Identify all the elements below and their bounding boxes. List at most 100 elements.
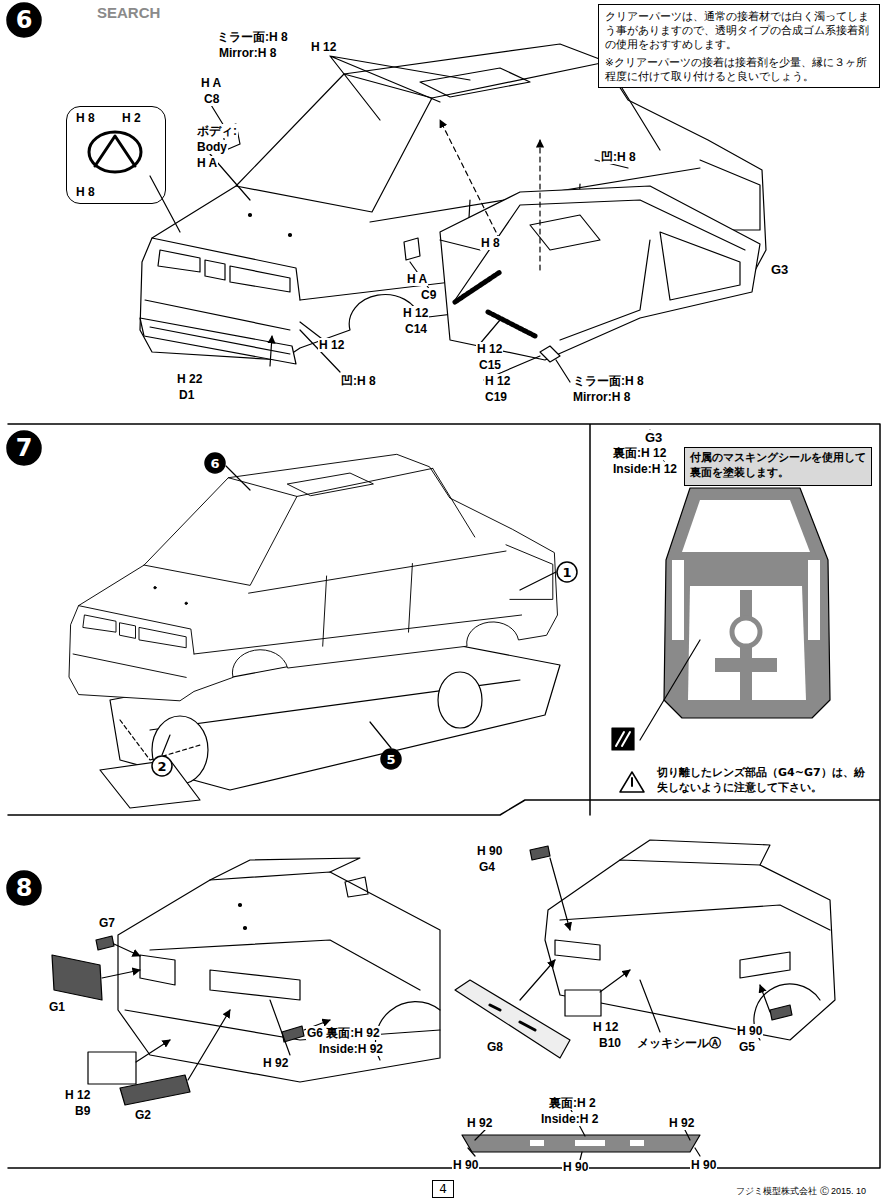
node-text: クリアーパーツは、通常の接着材では白く濁ってしまう事がありますので、透明タイプの…	[605, 9, 873, 52]
callout-number: 2	[151, 755, 173, 777]
circle-shape	[205, 453, 225, 473]
part-label: G8	[486, 1040, 504, 1054]
node-text: 6	[16, 8, 33, 32]
callout-number: 1	[556, 561, 578, 583]
drawing-part	[162, 735, 170, 755]
node-text: H 8	[75, 111, 96, 125]
drawing-part	[282, 1026, 304, 1042]
drawing-part	[152, 238, 300, 300]
drawing-part	[236, 74, 432, 212]
drawing-part	[432, 62, 606, 98]
part-label: H 8	[480, 236, 501, 250]
node-text: ※クリアーパーツの接着は接着剤を少量、縁に３ヶ所程度に付けて取り付けると良いでし…	[605, 55, 873, 83]
part-label: H 92	[668, 1116, 695, 1130]
subassembly-number: 5	[380, 748, 402, 770]
drawing-part	[440, 186, 760, 360]
drawing-part	[438, 672, 482, 728]
circle-shape	[381, 749, 401, 769]
node-text: 付属のマスキングシールを使用して裏面を塗装します。	[690, 451, 866, 481]
part-label: C15	[478, 358, 502, 372]
watermark: SEARCH	[96, 4, 161, 22]
drawing-part	[8, 44, 880, 1168]
part-label: H 12	[64, 1088, 91, 1102]
part-label: 裏面:H 12	[612, 446, 667, 460]
part-label: G3	[770, 262, 789, 278]
drawing-part	[120, 720, 200, 760]
drawing-part	[270, 1000, 290, 1055]
step-number: 6	[6, 2, 42, 38]
part-label: D1	[178, 388, 195, 402]
drawing-part	[539, 140, 540, 270]
step-number: 8	[6, 870, 42, 906]
drawing-part	[118, 872, 440, 1082]
drawing-part	[620, 840, 770, 865]
drawing-part	[289, 234, 292, 237]
drawing-part	[640, 640, 700, 740]
drawing-part	[660, 232, 740, 300]
drawing-part	[682, 500, 810, 552]
drawing-part	[239, 904, 242, 907]
part-label: H 90	[476, 844, 503, 858]
copyright: フジミ模型株式会社 Ⓒ 2015. 10	[735, 1186, 867, 1197]
note-box: クリアーパーツは、通常の接着材では白く濁ってしまう事がありますので、透明タイプの…	[598, 4, 880, 88]
part-label: C9	[420, 288, 437, 302]
drawing-part	[520, 960, 555, 1000]
part-label: H A	[196, 156, 218, 170]
part-label: H 12	[310, 40, 337, 54]
drawing-part	[140, 44, 766, 360]
drawing-part	[88, 1052, 136, 1084]
part-label: G1	[48, 1000, 66, 1014]
part-label: Mirror:H 8	[218, 46, 277, 60]
part-label: H 90	[690, 1158, 717, 1172]
drawing-part	[616, 732, 630, 746]
drawing-part	[754, 984, 820, 1040]
drawing-part	[612, 728, 634, 750]
circle-shape	[152, 756, 172, 776]
part-label: G6 裏面:H 92	[306, 1026, 381, 1040]
drawing-part	[488, 312, 535, 336]
drawing-part	[270, 336, 272, 366]
drawing-part	[760, 985, 770, 1012]
part-label: G7	[98, 916, 116, 930]
drawing-part	[440, 120, 500, 240]
drawing-part	[545, 860, 835, 1040]
drawing-part	[100, 760, 200, 808]
part-label: H 90	[452, 1158, 479, 1172]
part-label: G4	[478, 860, 496, 874]
part-label: C14	[404, 322, 428, 336]
drawing-part	[52, 955, 102, 1000]
drawing-part	[140, 955, 300, 1000]
part-label: H 12	[592, 1020, 619, 1034]
part-label: H 92	[466, 1116, 493, 1130]
drawing-part	[205, 260, 225, 280]
drawing-part	[370, 722, 391, 748]
drawing-part	[560, 905, 830, 930]
part-label: Inside:H 92	[318, 1042, 384, 1056]
part-label: B9	[74, 1104, 91, 1118]
drawing-part	[150, 940, 420, 990]
drawing-part	[140, 44, 766, 360]
drawing-part	[249, 214, 252, 217]
node-text: 5	[386, 753, 395, 766]
drawing-part	[158, 250, 290, 292]
part-label: C19	[484, 390, 508, 404]
drawing-part	[555, 940, 790, 978]
node-text: 1	[562, 566, 571, 579]
drawing-part	[462, 1135, 700, 1152]
node-text: 6	[210, 457, 219, 470]
drawing-part	[345, 877, 368, 897]
drawing-part	[102, 970, 140, 978]
part-label: G2	[134, 1108, 152, 1122]
part-label: ボディ:	[196, 124, 238, 138]
node-text: H 2	[121, 111, 142, 125]
circle-shape	[7, 871, 41, 905]
drawing-part	[455, 200, 745, 300]
drawing-part	[455, 980, 570, 1058]
drawing-part	[226, 466, 250, 490]
part-label: G5	[738, 1040, 756, 1054]
drawing-part	[556, 360, 570, 382]
drawing-part	[770, 1005, 792, 1020]
